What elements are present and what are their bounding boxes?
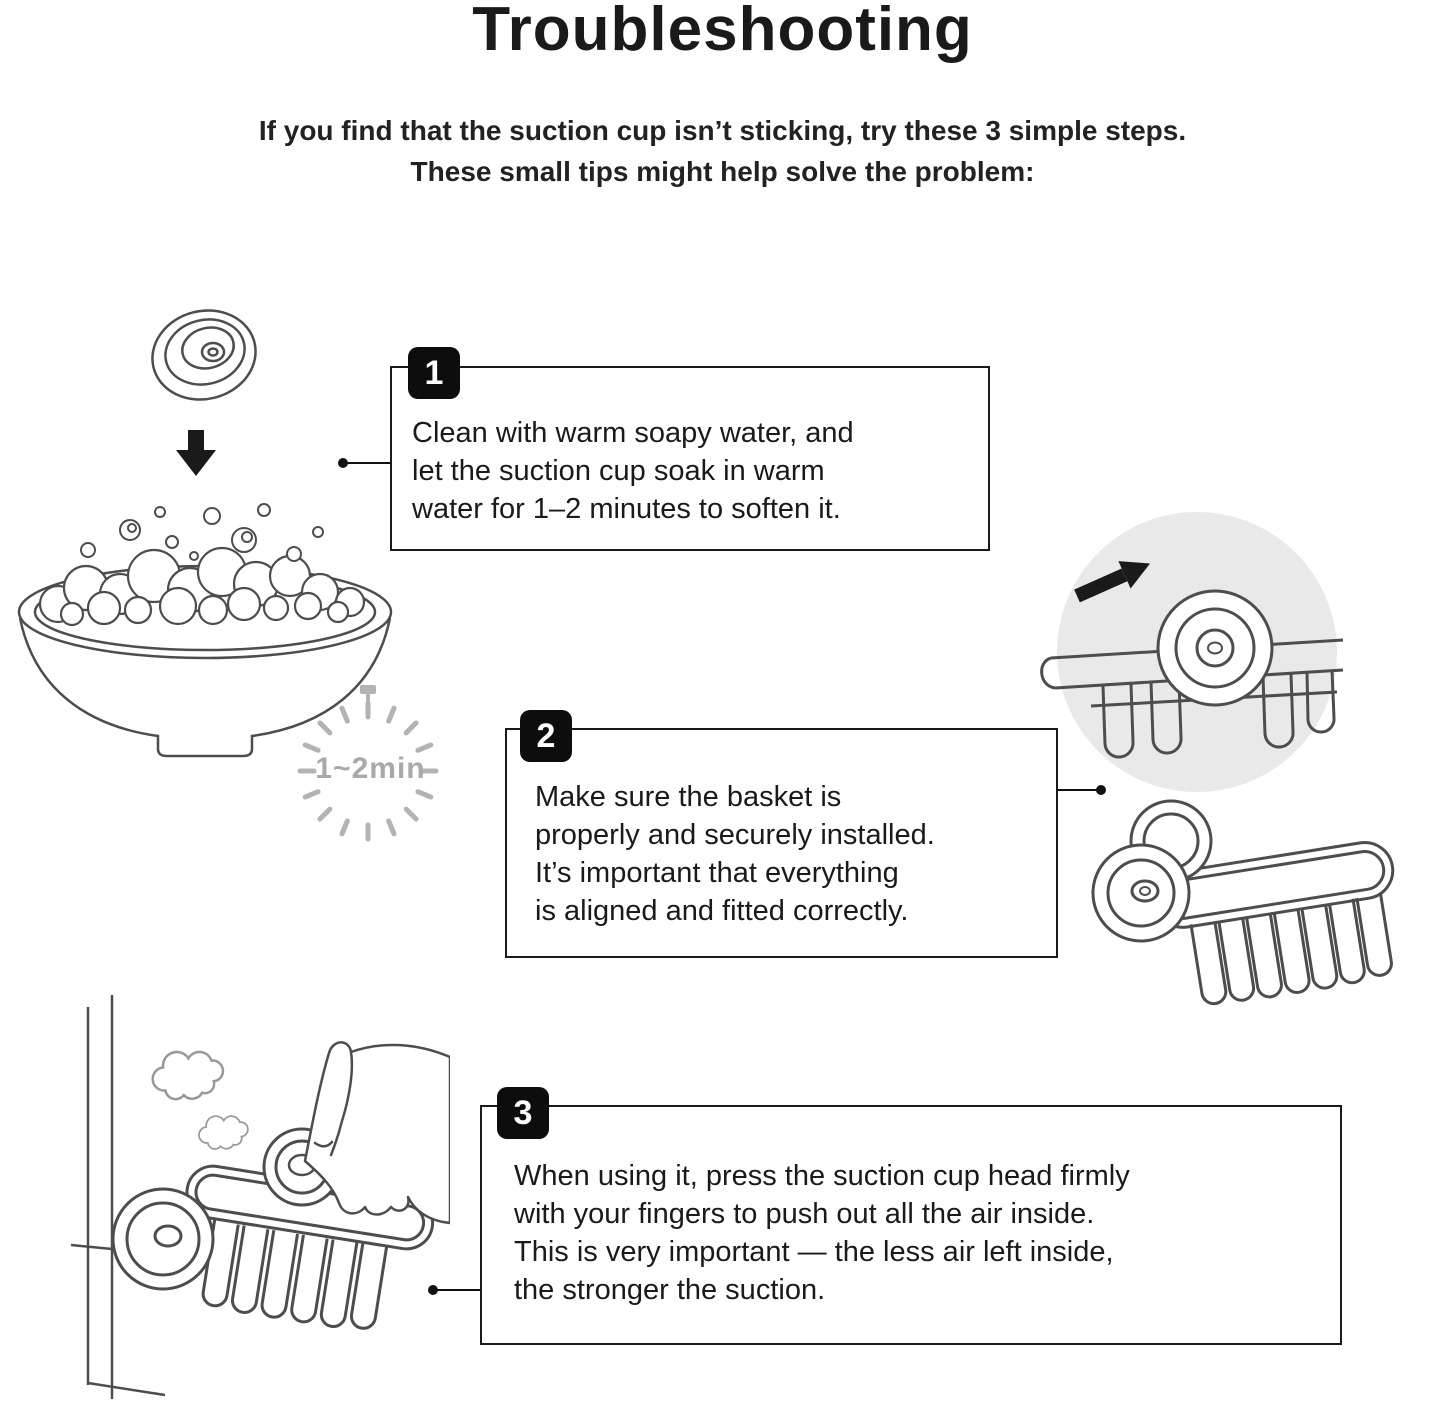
step-3-connector-line [434,1289,480,1291]
step-1-text: Clean with warm soapy water, and let the… [412,417,854,525]
basket-suction-cups [1091,799,1213,943]
arrow-down-icon [176,430,216,476]
suction-cup-closeup [1156,589,1274,707]
press-suction-cup-illustration [70,995,450,1399]
installed-basket-illustration [1091,799,1395,1006]
soap-foam [38,546,366,627]
step-1-connector-line [345,462,390,464]
timer-label: 1~2min [315,752,426,785]
step-1-badge: 1 [408,347,460,399]
install-closeup-illustration [1040,512,1344,792]
step-2-number: 2 [536,716,556,755]
pressing-hand [303,1041,450,1225]
step-3-text: When using it, press the suction cup hea… [514,1160,1130,1306]
page-title: Troubleshooting [472,0,973,64]
wall-lines [70,995,166,1399]
timer-icon [297,685,439,842]
step-3-box: When using it, press the suction cup hea… [480,1105,1342,1345]
wall-suction-cup [111,1187,215,1291]
step-3-number: 3 [513,1093,533,1132]
step-1-box: Clean with warm soapy water, and let the… [390,366,990,551]
floating-bubbles [80,503,324,562]
step-3-connector-dot [428,1285,438,1295]
suction-cup-illustration [151,309,257,401]
step-2-box: Make sure the basket is properly and sec… [505,728,1058,958]
steam-puffs [151,1050,249,1150]
arrow-up-right-icon [1074,561,1151,603]
step-2-text: Make sure the basket is properly and sec… [535,781,935,927]
step-2-badge: 2 [520,710,572,762]
step-1-number: 1 [424,353,444,392]
step-2-connector-dot [1096,785,1106,795]
step-3-badge: 3 [497,1087,549,1139]
page-subtitle: If you find that the suction cup isn’t s… [258,115,1187,187]
step-1-connector-dot [338,458,348,468]
step-2-connector-line [1058,789,1100,791]
soapy-bowl-illustration [17,503,393,758]
